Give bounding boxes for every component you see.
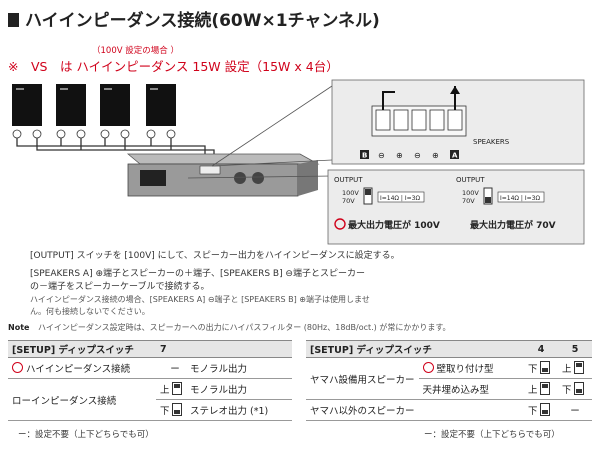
table-row: ヤマハ設備用スピーカー 壁取り付け型 下 上 xyxy=(306,357,592,400)
speaker-1 xyxy=(12,84,42,126)
note-label: Note xyxy=(8,323,30,332)
speakers-label: SPEAKERS xyxy=(473,138,510,146)
selected-ring xyxy=(334,218,346,230)
speaker-3 xyxy=(100,84,130,126)
switch-up-icon xyxy=(171,382,182,395)
output-label-70v: OUTPUT xyxy=(456,176,485,184)
note-block: Note ハイインピーダンス設定時は、スピーカーへの出力にハイパスフィルター (… xyxy=(8,322,451,333)
right-header-4: 4 xyxy=(524,340,558,358)
terminal-minus-1: ⊖ xyxy=(378,151,385,160)
terminal-plus-2: ⊕ xyxy=(432,151,439,160)
speaker-4 xyxy=(146,84,176,126)
table-row: ローインピーダンス接続 上モノラル出力 xyxy=(8,378,292,421)
switch-100v-label: 100V xyxy=(342,189,359,197)
switch-70v-label: 70V xyxy=(342,197,355,205)
terminal-b: B xyxy=(362,152,367,160)
setup-table-right: [SETUP] ディップスイッチ 4 5 ヤマハ設備用スピーカー 壁取り付け型 … xyxy=(306,340,592,421)
note-text: ハイインピーダンス設定時は、スピーカーへの出力にハイパスフィルター (80Hz、… xyxy=(38,323,451,332)
page-title: ハイインピーダンス接続(60W×1チャンネル) xyxy=(8,6,380,31)
switch-up-icon xyxy=(539,382,550,395)
selected-ring-icon xyxy=(422,362,434,373)
switch-down-icon xyxy=(539,403,550,416)
right-footnote: ー：設定不要（上下どちらでも可） xyxy=(424,430,560,440)
instruction-2a: [SPEAKERS A] ⊕端子とスピーカーの＋端子、[SPEAKERS B] … xyxy=(30,269,365,279)
output-label-100v: OUTPUT xyxy=(334,176,363,184)
title-square-icon xyxy=(8,13,19,27)
right-header-5: 5 xyxy=(558,340,592,358)
speaker-2 xyxy=(56,84,86,126)
connection-diagram: SPEAKERS B ⊖ ⊕ ⊖ ⊕ A OUTPUT 100V 70V I=1… xyxy=(12,79,585,245)
instruction-2b: の－端子をスピーカーケーブルで接続する。 xyxy=(30,282,210,292)
left-header-7: 7 xyxy=(156,340,292,358)
left-header-label: [SETUP] ディップスイッチ xyxy=(8,340,156,358)
table-row: ヤマハ以外のスピーカー 下 ー xyxy=(306,399,592,421)
instruction-1: [OUTPUT] スイッチを [100V] にして、スピーカー出力をハイインピー… xyxy=(30,251,400,261)
switch-down-icon xyxy=(171,403,182,416)
switch-up-icon xyxy=(573,361,584,374)
switch-100v-label-2: 100V xyxy=(462,189,479,197)
amplifier-unit xyxy=(126,153,320,197)
terminal-plus-1: ⊕ xyxy=(396,151,403,160)
page-title-text: ハイインピーダンス接続(60W×1チャンネル) xyxy=(25,11,380,31)
terminal-minus-2: ⊖ xyxy=(414,151,421,160)
imp-label-2: I=14Ω | I=3Ω xyxy=(500,195,540,202)
condition-note: （100V 設定の場合 ） xyxy=(92,46,179,56)
max-voltage-100v: 最大出力電圧が 100V xyxy=(348,219,440,231)
table-row: ハイインピーダンス接続 ーモノラル出力 xyxy=(8,357,292,379)
switch-down-icon xyxy=(573,382,584,395)
left-footnote: ー：設定不要（上下どちらでも可） xyxy=(18,430,154,440)
switch-70v-label-2: 70V xyxy=(462,197,475,205)
terminal-a: A xyxy=(452,152,458,160)
instruction-3a: ハイインピーダンス接続の場合、[SPEAKERS A] ⊖端子と [SPEAKE… xyxy=(30,295,370,304)
right-header-label: [SETUP] ディップスイッチ xyxy=(306,340,524,358)
switch-down-icon xyxy=(539,361,550,374)
selected-ring-icon xyxy=(12,362,23,373)
table-row: 天井埋め込み型 上 下 xyxy=(306,378,592,400)
instruction-3b: ん。何も接続しないでください。 xyxy=(30,307,150,316)
table-row: 下ステレオ出力 (*1) xyxy=(8,399,292,421)
red-note: ※ VS は ハイインピーダンス 15W 設定（15W x 4台） xyxy=(8,59,339,74)
setup-table-left: [SETUP] ディップスイッチ 7 ハイインピーダンス接続 ーモノラル出力 ロ… xyxy=(8,340,292,421)
imp-label-1: I=14Ω | I=3Ω xyxy=(380,195,420,202)
max-voltage-70v: 最大出力電圧が 70V xyxy=(470,219,556,231)
